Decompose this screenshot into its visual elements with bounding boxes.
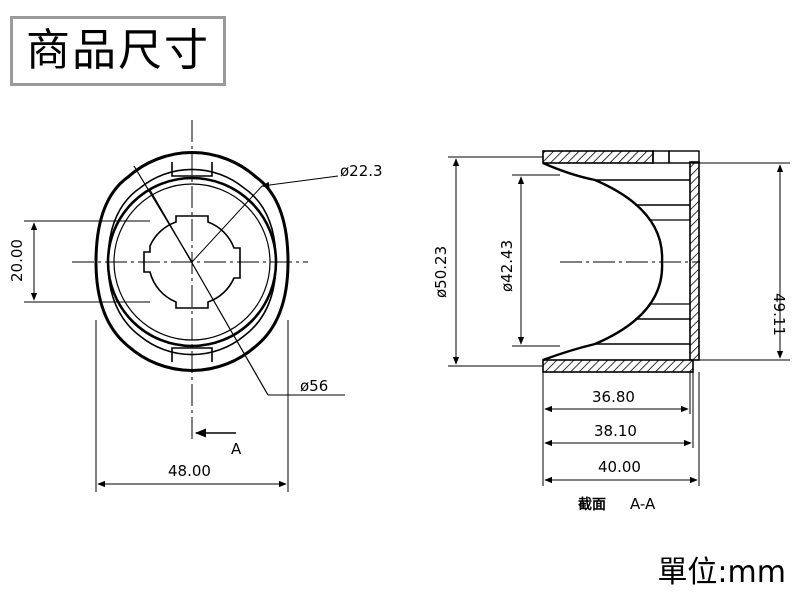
section-end-wall xyxy=(689,161,700,361)
section-dim-inner-diameter: ø42.43 xyxy=(498,240,516,292)
front-dim-height: 20.00 xyxy=(8,239,26,282)
front-splined-hub xyxy=(143,215,241,309)
section-dim-len-1: 36.80 xyxy=(592,388,635,406)
front-leader-large xyxy=(149,189,269,396)
section-dim-right-height: 49.11 xyxy=(770,293,788,336)
page-title: 商品尺寸 xyxy=(26,25,210,76)
section-top-lip xyxy=(652,150,670,164)
section-caption-suffix: A-A xyxy=(630,495,656,513)
front-bore-circle xyxy=(106,176,278,348)
section-dim-len-2: 38.10 xyxy=(594,422,637,440)
front-bottom-notch xyxy=(171,347,213,362)
section-bowl-profile xyxy=(542,161,664,362)
front-top-notch xyxy=(171,162,213,177)
section-end-cap xyxy=(668,150,700,164)
front-dim-diameter-small: ø22.3 xyxy=(340,162,383,180)
section-dim-outer-diameter: ø50.23 xyxy=(432,246,450,298)
front-view xyxy=(24,120,345,492)
section-top-wall xyxy=(542,150,654,164)
front-leader-small-ext xyxy=(191,185,263,263)
section-dim-len-3: 40.00 xyxy=(598,458,641,476)
title-box: 商品尺寸 xyxy=(10,16,226,86)
front-section-marker: A xyxy=(231,440,242,458)
front-outer-contour xyxy=(94,151,290,372)
front-dim-width: 48.00 xyxy=(168,462,211,480)
section-view xyxy=(448,150,790,486)
front-bore-inner-circle xyxy=(113,183,271,341)
section-bottom-wall xyxy=(542,359,694,373)
unit-label: 單位:mm xyxy=(657,555,786,590)
section-caption-prefix: 截面 xyxy=(578,496,606,513)
front-leader-small-tail xyxy=(261,175,339,189)
front-dim-diameter-large: ø56 xyxy=(300,377,328,395)
